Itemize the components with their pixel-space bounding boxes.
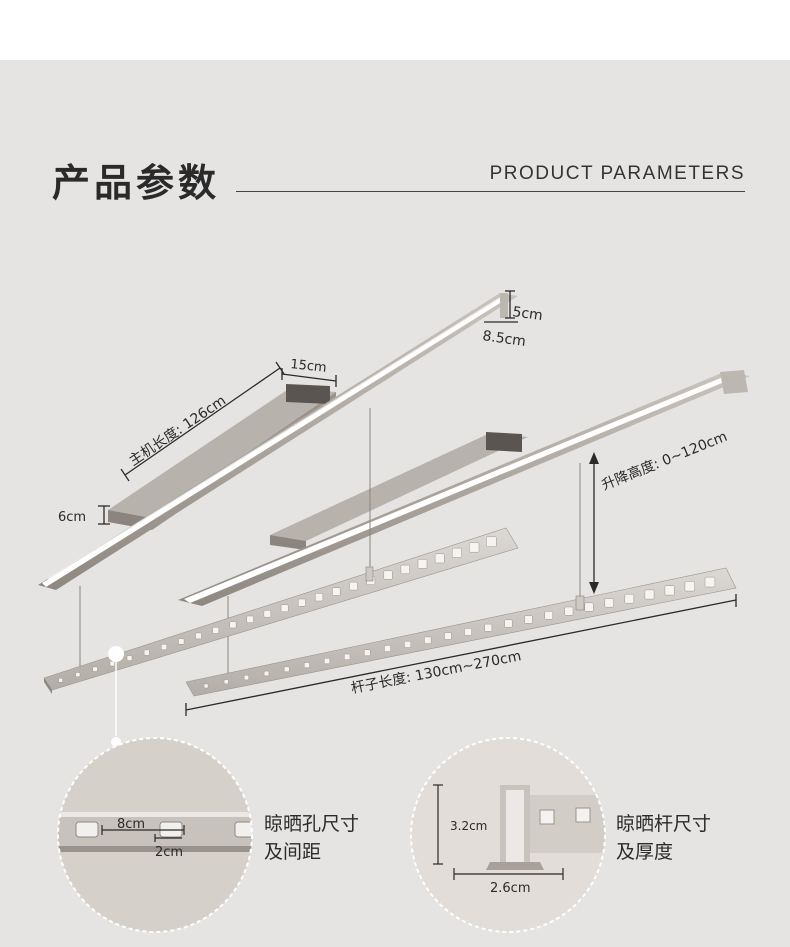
led-rail-1 — [38, 293, 518, 590]
drying-hole — [424, 636, 432, 644]
drying-hole — [92, 666, 98, 672]
caption-holes-line1: 晾晒孔尺寸 — [264, 813, 360, 835]
drying-hole — [704, 576, 716, 588]
drying-hole — [283, 666, 290, 673]
drying-hole — [544, 611, 553, 620]
drying-hole — [624, 593, 635, 604]
drying-hole — [297, 598, 306, 607]
caption-holes-line2: 及间距 — [264, 841, 322, 863]
drying-hole — [143, 649, 150, 656]
drying-hole — [564, 606, 574, 616]
drying-hole — [364, 649, 371, 656]
drying-hole — [332, 587, 341, 596]
drying-hole — [451, 547, 462, 558]
caption-holes: 晾晒孔尺寸 及间距 — [264, 810, 359, 866]
drying-hole — [486, 536, 497, 547]
rod-clip-1 — [365, 566, 374, 582]
drying-hole — [684, 581, 695, 592]
lift-arrow-up — [589, 452, 599, 464]
drying-hole — [504, 619, 513, 628]
drying-hole — [469, 542, 480, 553]
caption-rod-line2: 及厚度 — [616, 841, 674, 863]
drying-hole — [109, 660, 115, 667]
drying-hole — [126, 655, 133, 661]
drying-hole — [195, 632, 202, 640]
drying-hole — [664, 585, 675, 596]
drying-hole — [212, 627, 220, 634]
drying-holes-rod-2 — [203, 576, 716, 689]
drying-hole — [417, 559, 428, 569]
drying-hole — [444, 632, 452, 640]
drying-hole — [178, 638, 185, 645]
drying-hole — [303, 662, 310, 669]
rail-height-label: 5cm — [511, 304, 543, 324]
top-white-band — [0, 0, 790, 60]
drying-hole — [524, 615, 533, 624]
drying-rod-2 — [185, 567, 737, 697]
drying-hole — [243, 675, 249, 681]
drying-hole — [246, 615, 254, 623]
caption-rod-line1: 晾晒杆尺寸 — [616, 813, 712, 835]
rod-thickness-label: 2.6cm — [490, 881, 531, 896]
drying-hole — [434, 553, 445, 564]
drying-hole — [400, 564, 410, 575]
drying-hole — [604, 598, 614, 608]
drying-hole — [229, 621, 237, 629]
host-height-label: 6cm — [58, 510, 86, 525]
rod-clip-2 — [575, 595, 585, 611]
dimension-lines — [98, 290, 737, 716]
drying-hole — [384, 645, 391, 652]
drying-hole — [161, 644, 168, 651]
drying-hole — [263, 670, 270, 677]
callout-connector — [108, 646, 124, 747]
drying-hole — [344, 653, 351, 660]
caption-rod: 晾晒杆尺寸 及厚度 — [616, 810, 711, 866]
drying-hole — [383, 570, 393, 580]
drying-hole — [644, 589, 655, 600]
lift-arrow-down — [589, 582, 599, 594]
title-underline — [236, 191, 745, 192]
detail-circle-holes: 8cm 2cm — [57, 737, 253, 933]
rod-height-label: 3.2cm — [450, 819, 487, 833]
led-rail-2 — [178, 370, 750, 606]
host-width-label: 15cm — [290, 357, 328, 376]
drying-hole — [75, 672, 81, 678]
detail-circle-rod: 3.2cm 2.6cm — [410, 737, 606, 933]
drying-hole — [223, 679, 229, 685]
drying-hole — [404, 640, 412, 648]
drying-hole — [315, 593, 324, 602]
section-title-en: PRODUCT PARAMETERS — [489, 163, 745, 184]
drying-hole — [203, 683, 209, 689]
drying-hole — [349, 581, 358, 591]
drying-hole — [484, 623, 493, 632]
section-title-cn: 产品参数 — [52, 161, 221, 205]
hole-size-label: 8cm — [117, 817, 145, 832]
host-unit-2 — [270, 432, 528, 550]
lift-height-label: 升降高度: 0~120cm — [599, 428, 729, 494]
drying-hole — [464, 628, 472, 636]
drying-hole — [584, 602, 594, 612]
drying-hole — [324, 658, 331, 665]
drying-hole — [58, 677, 63, 683]
rail-width-label: 8.5cm — [481, 328, 526, 350]
drying-hole — [263, 610, 272, 618]
drying-hole — [280, 604, 289, 613]
hole-spacing-label: 2cm — [155, 845, 183, 860]
